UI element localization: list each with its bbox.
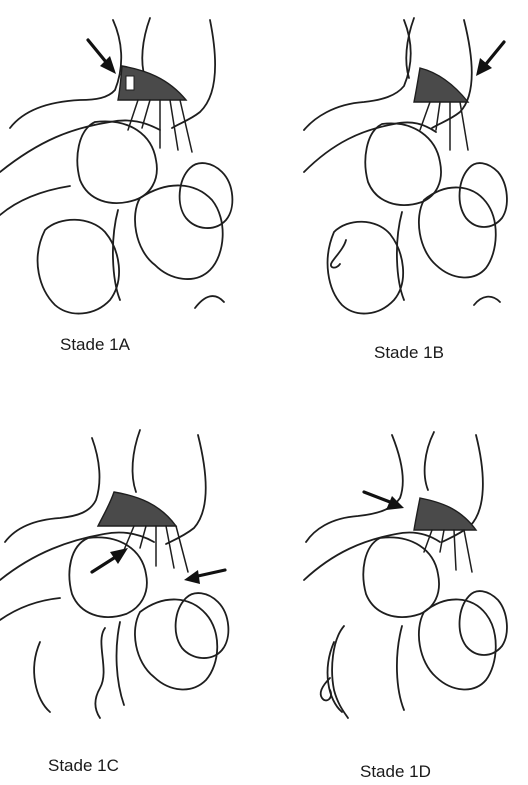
diagram-stade-1c	[0, 420, 264, 720]
arrow-icon	[476, 42, 504, 76]
joint-outline	[304, 18, 507, 314]
diagram-stade-1b	[264, 0, 528, 330]
arrow-icon	[92, 548, 128, 572]
panel-stade-1d: Stade 1D	[264, 420, 528, 785]
arrow-icon	[184, 570, 225, 584]
arrow-icon	[88, 40, 116, 74]
ligament-fibers	[128, 100, 192, 152]
joint-outline	[304, 432, 507, 718]
panel-stade-1a: Stade 1A	[0, 0, 264, 392]
lesion-marker	[126, 76, 134, 90]
ligament-fibers	[124, 526, 188, 572]
panel-stade-1b: Stade 1B	[264, 0, 528, 392]
shaded-ligament-region	[414, 498, 476, 530]
panel-stade-1c: Stade 1C	[0, 420, 264, 785]
caption-stade-1b: Stade 1B	[374, 343, 444, 363]
shaded-ligament-region	[98, 492, 176, 526]
diagram-stade-1d	[264, 420, 528, 720]
caption-stade-1d: Stade 1D	[360, 762, 431, 782]
caption-stade-1a: Stade 1A	[60, 335, 130, 355]
joint-outline	[0, 18, 232, 314]
shaded-ligament-region	[414, 68, 468, 102]
caption-stade-1c: Stade 1C	[48, 756, 119, 776]
diagram-stade-1a	[0, 0, 264, 330]
